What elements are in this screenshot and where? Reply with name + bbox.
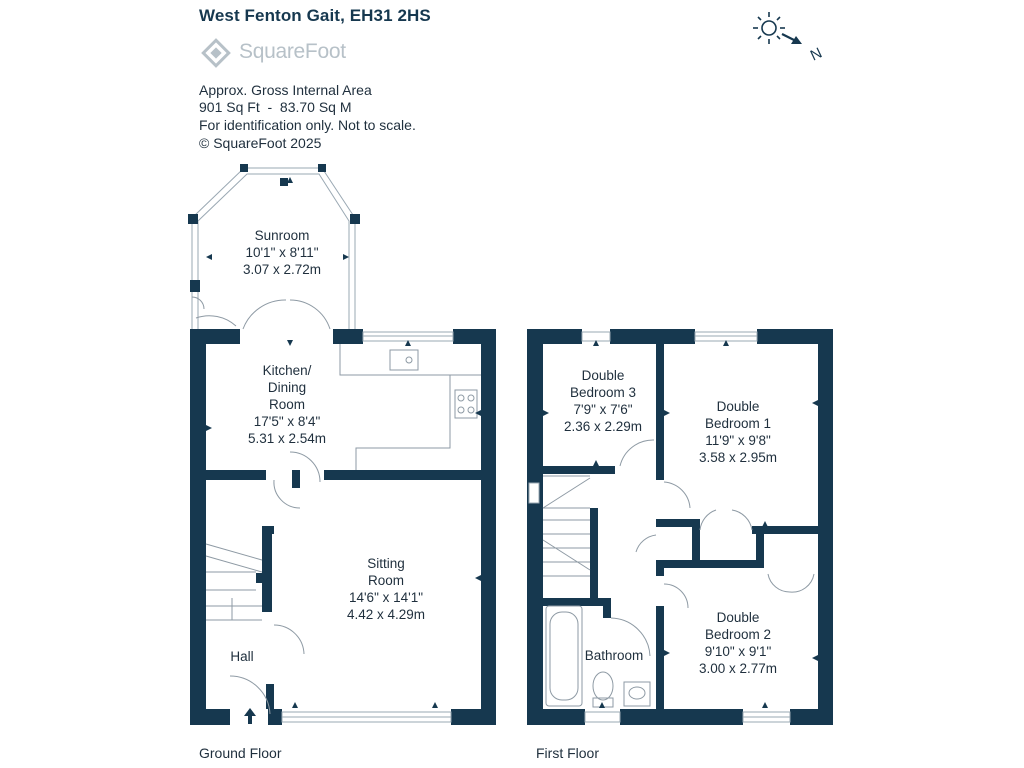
area-value: 901 Sq Ft - 83.70 Sq M xyxy=(199,99,352,115)
room-imperial: 10'1" x 8'11" xyxy=(245,245,319,260)
sun-compass-icon xyxy=(753,12,802,44)
room-name: Bedroom 3 xyxy=(569,385,637,400)
room-name: Kitchen/ xyxy=(262,363,312,378)
room-name: Bathroom xyxy=(584,648,644,663)
room-metric: 4.42 x 4.29m xyxy=(346,607,426,622)
brand-name: SquareFoot xyxy=(239,40,346,63)
room-name: Sitting xyxy=(367,556,405,571)
first-floor-walls xyxy=(527,329,833,725)
room-bathroom: Bathroom xyxy=(572,647,656,664)
room-name: Sunroom xyxy=(254,228,310,243)
room-imperial: 14'6" x 14'1" xyxy=(348,590,424,605)
room-name: Room xyxy=(367,573,404,588)
room-name: Double xyxy=(716,610,760,625)
room-name: Double xyxy=(716,399,760,414)
kitchen-counter xyxy=(339,344,481,470)
entrance-arrow-icon xyxy=(244,708,256,724)
room-imperial: 7'9" x 7'6" xyxy=(573,402,633,417)
room-bedroom-2: Double Bedroom 2 9'10" x 9'1" 3.00 x 2.7… xyxy=(680,609,796,677)
ground-floor-label: Ground Floor xyxy=(199,745,282,761)
room-metric: 3.07 x 2.72m xyxy=(242,262,322,277)
stairs-ground xyxy=(205,543,263,621)
ground-floor-walls xyxy=(190,329,496,725)
room-metric: 5.31 x 2.54m xyxy=(247,431,327,446)
sunroom-frame xyxy=(191,167,356,329)
room-bedroom-3: Double Bedroom 3 7'9" x 7'6" 2.36 x 2.29… xyxy=(545,367,661,435)
room-name: Bedroom 2 xyxy=(704,627,772,642)
stairs-first xyxy=(542,475,591,577)
room-imperial: 17'5" x 8'4" xyxy=(253,414,321,429)
room-metric: 3.58 x 2.95m xyxy=(698,450,778,465)
area-caption: Approx. Gross Internal Area xyxy=(199,82,372,98)
room-sunroom: Sunroom 10'1" x 8'11" 3.07 x 2.72m xyxy=(222,227,342,278)
room-kitchen-dining: Kitchen/ Dining Room 17'5" x 8'4" 5.31 x… xyxy=(232,362,342,447)
room-name: Room xyxy=(268,397,305,412)
room-hall: Hall xyxy=(220,648,264,665)
room-imperial: 11'9" x 9'8" xyxy=(705,433,771,448)
first-floor-label: First Floor xyxy=(536,745,599,761)
room-name: Dining xyxy=(267,380,307,395)
room-sitting: Sitting Room 14'6" x 14'1" 4.42 x 4.29m xyxy=(326,555,446,623)
disclaimer: For identification only. Not to scale. xyxy=(199,117,416,133)
room-bedroom-1: Double Bedroom 1 11'9" x 9'8" 3.58 x 2.9… xyxy=(680,398,796,466)
north-label-icon: N xyxy=(808,44,825,64)
room-name: Hall xyxy=(230,649,254,664)
room-metric: 3.00 x 2.77m xyxy=(698,661,778,676)
room-imperial: 9'10" x 9'1" xyxy=(704,644,772,659)
page-title: West Fenton Gait, EH31 2HS xyxy=(199,6,431,25)
copyright: © SquareFoot 2025 xyxy=(199,135,322,151)
room-name: Bedroom 1 xyxy=(704,416,772,431)
room-metric: 2.36 x 2.29m xyxy=(563,419,643,434)
room-name: Double xyxy=(581,368,625,383)
squarefoot-logo-icon xyxy=(201,38,231,68)
